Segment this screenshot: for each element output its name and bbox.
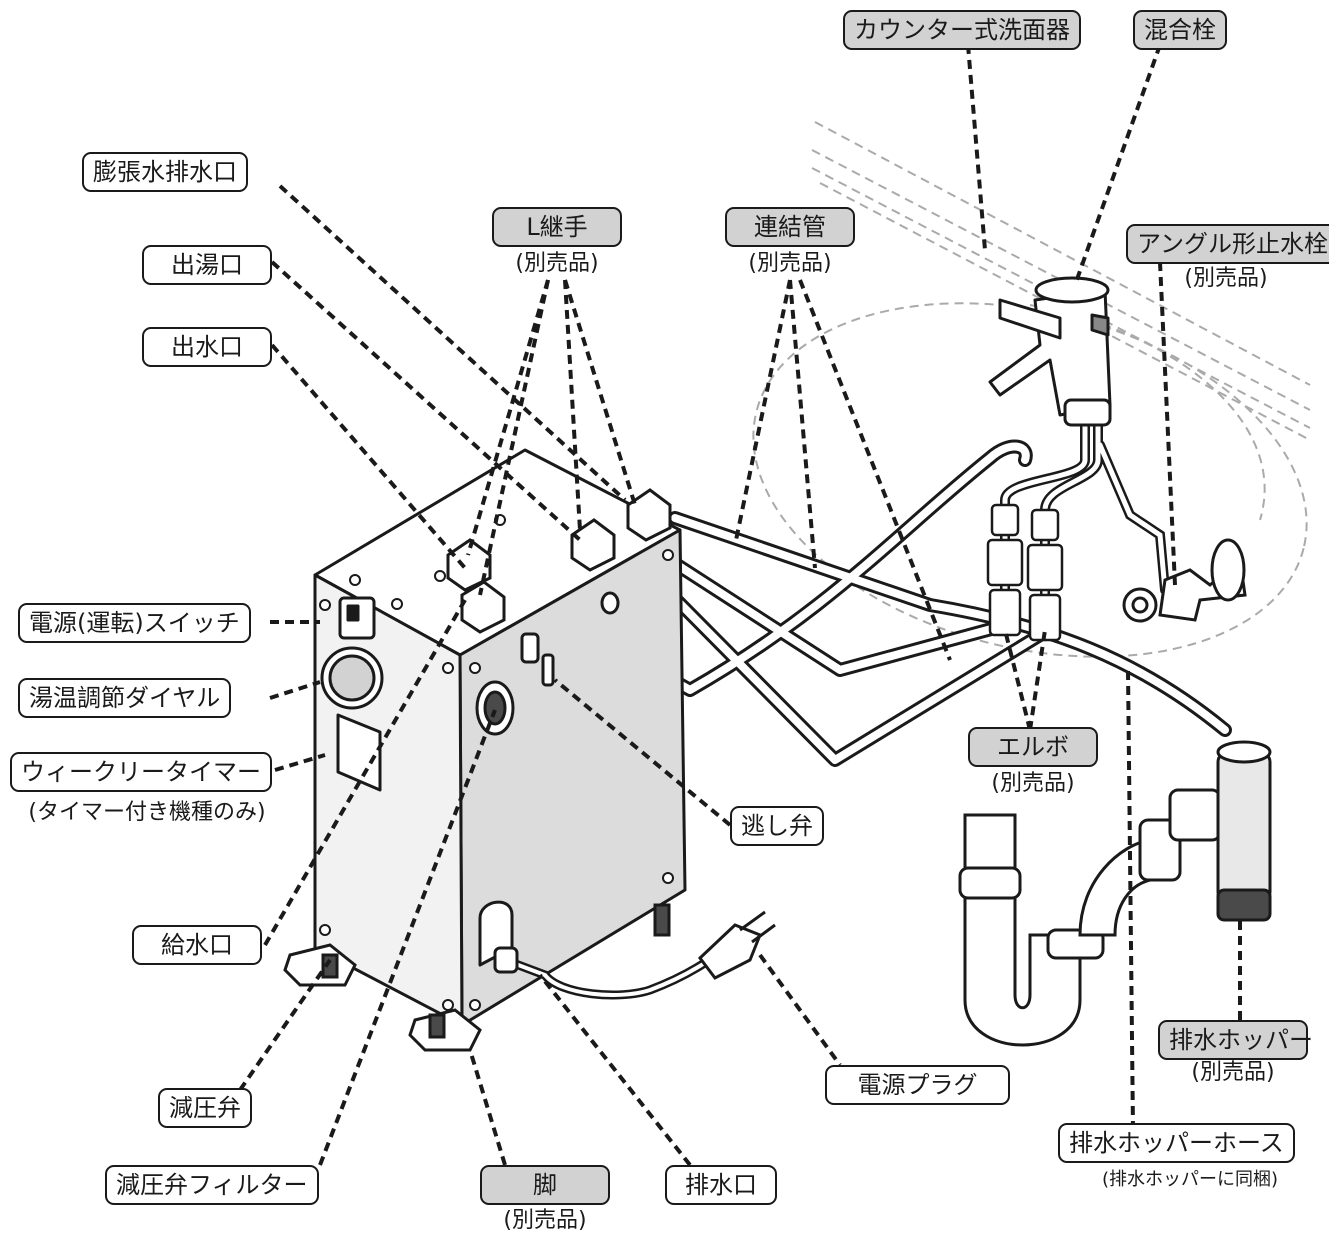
- label-relief-valve: 逃し弁: [730, 806, 824, 846]
- label-connecting-pipe: 連結管: [725, 207, 855, 247]
- label-pressure-valve-filter: 減圧弁フィルター: [105, 1165, 319, 1205]
- power-cord: [493, 910, 776, 1000]
- note-drain-hopper-hose: (排水ホッパーに同梱): [1101, 1169, 1279, 1190]
- drain-trap: [958, 788, 1222, 1047]
- note-elbow: (別売品): [991, 771, 1075, 796]
- note-weekly-timer: (タイマー付き機種のみ): [28, 800, 266, 825]
- note-legs: (別売品): [503, 1208, 587, 1233]
- note-drain-hopper: (別売品): [1191, 1060, 1275, 1085]
- drain-hopper: [1216, 740, 1272, 922]
- label-power-plug: 電源プラグ: [825, 1065, 1010, 1105]
- label-water-inlet: 給水口: [132, 925, 262, 965]
- label-drain-hopper: 排水ホッパー: [1158, 1020, 1313, 1060]
- connecting-pipes-inner: [491, 442, 1229, 764]
- faucet-supply-hoses-inner: [1002, 417, 1168, 598]
- note-connecting-pipe: (別売品): [748, 251, 832, 276]
- heater-screws: [319, 514, 674, 1011]
- label-water-outlet: 出水口: [142, 327, 272, 367]
- heater-unit: [313, 448, 687, 1027]
- label-angle-stop-valve: アングル形止水栓: [1126, 224, 1329, 264]
- label-legs: 脚: [480, 1165, 610, 1205]
- label-mixing-faucet: 混合栓: [1133, 10, 1227, 50]
- label-l-joint: L継手: [492, 207, 622, 247]
- note-angle-stop-valve: (別売品): [1184, 266, 1268, 291]
- label-expansion-drain: 膨張水排水口: [82, 152, 248, 192]
- label-counter-basin: カウンター式洗面器: [843, 10, 1081, 50]
- label-elbow: エルボ: [968, 727, 1098, 767]
- label-weekly-timer: ウィークリータイマー: [10, 752, 272, 792]
- label-pressure-reducing-valve: 減圧弁: [158, 1088, 252, 1128]
- label-hot-water-outlet: 出湯口: [142, 245, 272, 285]
- legs: [283, 903, 671, 1052]
- angle-stop-valve: [1122, 538, 1247, 623]
- label-drain-hopper-hose: 排水ホッパーホース: [1058, 1123, 1295, 1163]
- leader-lines: [238, 44, 1242, 1167]
- note-l-joint: (別売品): [515, 251, 599, 276]
- label-temp-dial: 湯温調節ダイヤル: [18, 678, 232, 718]
- label-power-switch: 電源(運転)スイッチ: [18, 603, 251, 643]
- label-drain-port: 排水口: [665, 1165, 777, 1205]
- mixing-faucet: [988, 276, 1112, 427]
